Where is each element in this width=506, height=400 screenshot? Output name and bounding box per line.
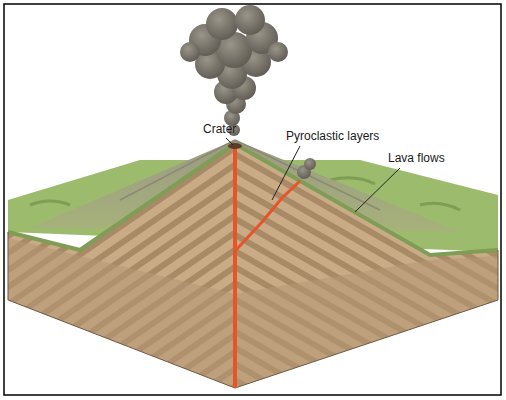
part-label: Lava flows bbox=[388, 151, 445, 165]
part-label: Crater bbox=[203, 122, 236, 136]
part-label: Pyroclastic layers bbox=[286, 129, 379, 143]
